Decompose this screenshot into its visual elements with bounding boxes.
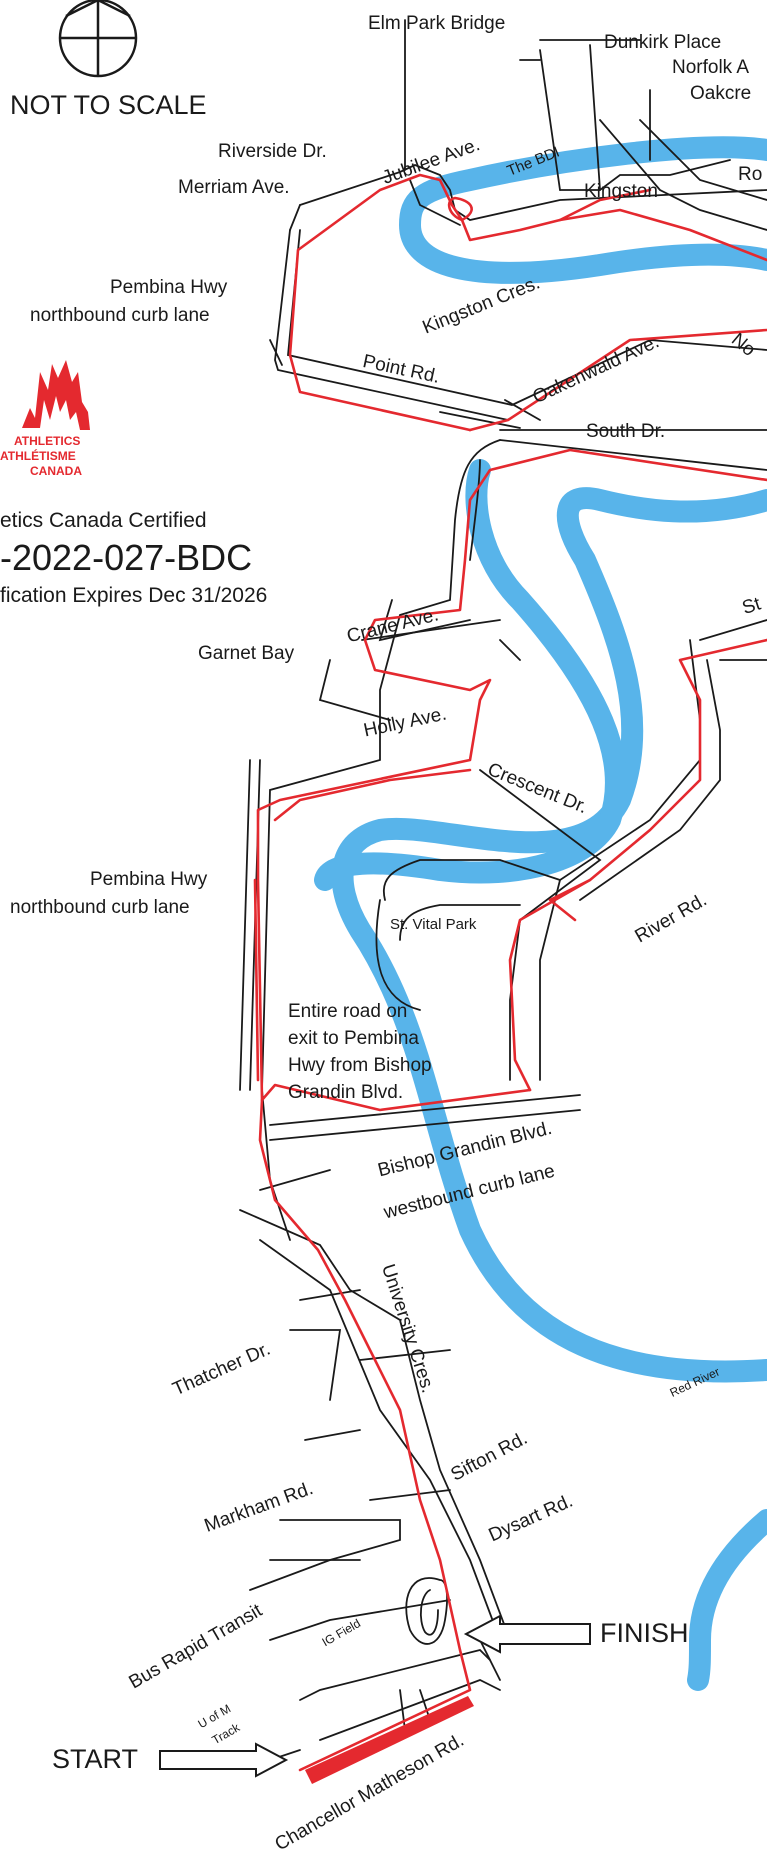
start-arrow-icon [159, 1742, 289, 1778]
logo-line1: ATHLETICS [14, 434, 81, 448]
street-riverside: Riverside Dr. [218, 141, 327, 162]
street-pembina-north-1: Pembina Hwy [110, 277, 228, 298]
finish-label: FINISH [600, 1618, 689, 1648]
street-norfolk: Norfolk A [672, 57, 750, 78]
start-finish-strip [305, 1696, 474, 1784]
street-pembina-north-2b: northbound curb lane [10, 897, 190, 918]
street-dunkirk-place: Dunkirk Place [604, 32, 722, 53]
street-merriam: Merriam Ave. [178, 177, 290, 198]
street-kingston: Kingston [584, 181, 658, 202]
certification-body: etics Canada Certified [0, 509, 207, 532]
race-route [253, 173, 767, 1772]
red-river [314, 136, 767, 1691]
street-pembina-north-2: Pembina Hwy [90, 869, 208, 890]
logo-line2: ATHLÉTISME [0, 449, 76, 463]
certification-code: -2022-027-BDC [0, 537, 253, 578]
not-to-scale-label: NOT TO SCALE [10, 90, 207, 120]
street-south-dr: South Dr. [586, 421, 666, 442]
note-entire-road-1: Entire road on [288, 1001, 408, 1022]
north-compass-icon [58, 0, 138, 78]
note-entire-road-2: exit to Pembina [288, 1028, 419, 1049]
note-entire-road-4: Grandin Blvd. [288, 1082, 404, 1103]
street-pembina-north-1b: northbound curb lane [30, 305, 210, 326]
street-oakcrest: Oakcre [690, 83, 752, 104]
athletics-canada-logo [22, 360, 90, 430]
st-vital-park-label: St. Vital Park [390, 916, 477, 933]
street-elm-park-bridge: Elm Park Bridge [368, 13, 506, 34]
finish-arrow-icon [463, 1614, 591, 1654]
note-entire-road-3: Hwy from Bishop [288, 1055, 432, 1076]
street-garnet: Garnet Bay [198, 643, 295, 664]
street-ro: Ro [738, 164, 763, 185]
logo-line3: CANADA [30, 464, 82, 478]
start-label: START [52, 1744, 139, 1774]
certification-expiry: fication Expires Dec 31/2026 [0, 584, 268, 607]
